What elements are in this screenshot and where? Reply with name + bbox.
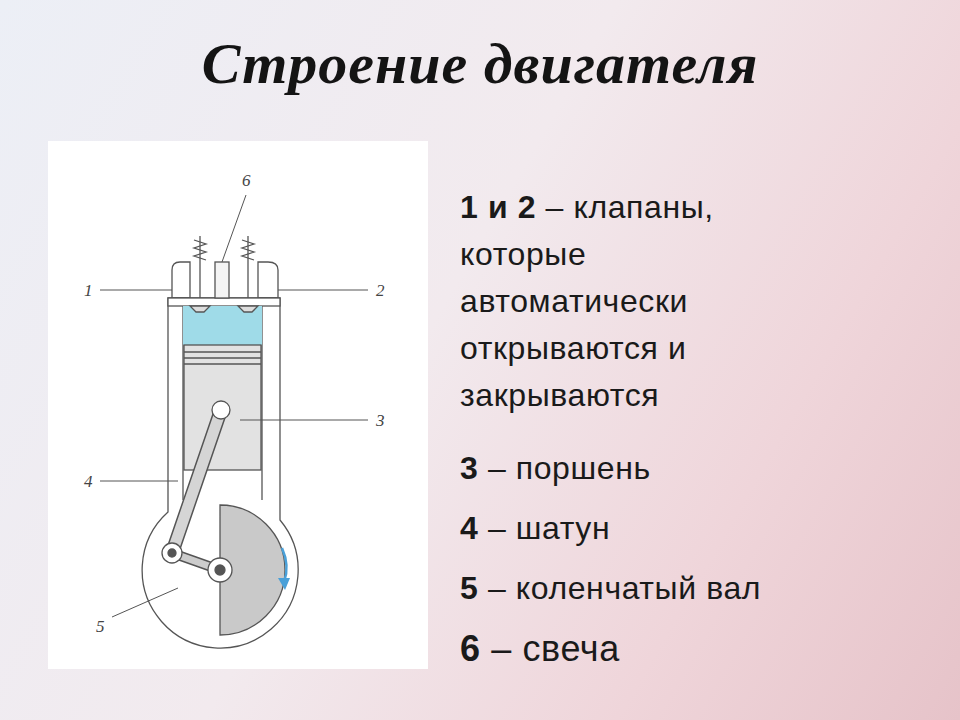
piston-ring	[184, 351, 261, 352]
legend-item: 4 – шатун	[460, 505, 790, 552]
page-title: Строение двигателя	[0, 30, 960, 97]
spark-plug	[215, 262, 229, 298]
part-description: – коленчатый вал	[488, 570, 761, 606]
callout-number: 5	[96, 618, 105, 635]
intake-port	[172, 262, 190, 298]
valve-head	[190, 306, 210, 312]
callout-number: 1	[84, 282, 93, 299]
part-number: 5	[460, 570, 478, 606]
leader-line	[100, 481, 178, 482]
leader-line	[222, 195, 246, 262]
part-description: – поршень	[488, 450, 651, 486]
legend-item: 3 – поршень	[460, 445, 790, 492]
leader-line	[240, 420, 368, 421]
leader-line	[278, 290, 368, 291]
exhaust-port	[258, 262, 278, 298]
legend-item: 1 и 2 – клапаны, которые автоматически о…	[460, 184, 790, 419]
callout-number: 2	[376, 282, 385, 299]
rotation-arrow	[282, 548, 287, 582]
part-number: 6	[460, 628, 481, 669]
valve-spring	[242, 240, 254, 260]
piston	[184, 345, 261, 470]
legend-item: 5 – коленчатый вал	[460, 565, 790, 612]
piston-ring	[184, 357, 261, 358]
piston-pin	[212, 401, 230, 419]
connecting-rod	[172, 410, 221, 553]
callout-number: 6	[242, 172, 251, 189]
part-description: – свеча	[491, 628, 620, 669]
combustion-chamber	[183, 306, 262, 345]
crankshaft-journal	[208, 558, 232, 582]
crankshaft-center	[215, 565, 225, 575]
callout-number: 3	[376, 412, 385, 429]
leader-line	[112, 588, 178, 617]
valve-head	[238, 306, 258, 312]
rotation-arrowhead	[278, 578, 290, 590]
callout-number: 4	[84, 473, 93, 490]
crank-pin	[162, 543, 182, 563]
piston-ring	[184, 363, 261, 364]
leader-lines	[100, 195, 368, 617]
part-description: – шатун	[488, 510, 610, 546]
valve-spring	[194, 240, 206, 260]
connecting-rod-fill	[172, 410, 221, 553]
engine-housing	[142, 298, 298, 648]
leader-line	[100, 290, 172, 291]
crank-pin-center	[168, 549, 176, 557]
engine-drawing	[142, 236, 298, 648]
legend-item: 6 – свеча	[460, 625, 790, 672]
cylinder-head	[168, 298, 280, 306]
part-number: 3	[460, 450, 478, 486]
part-number: 4	[460, 510, 478, 546]
picture-panel	[48, 141, 428, 669]
part-number: 1 и 2	[460, 189, 536, 225]
